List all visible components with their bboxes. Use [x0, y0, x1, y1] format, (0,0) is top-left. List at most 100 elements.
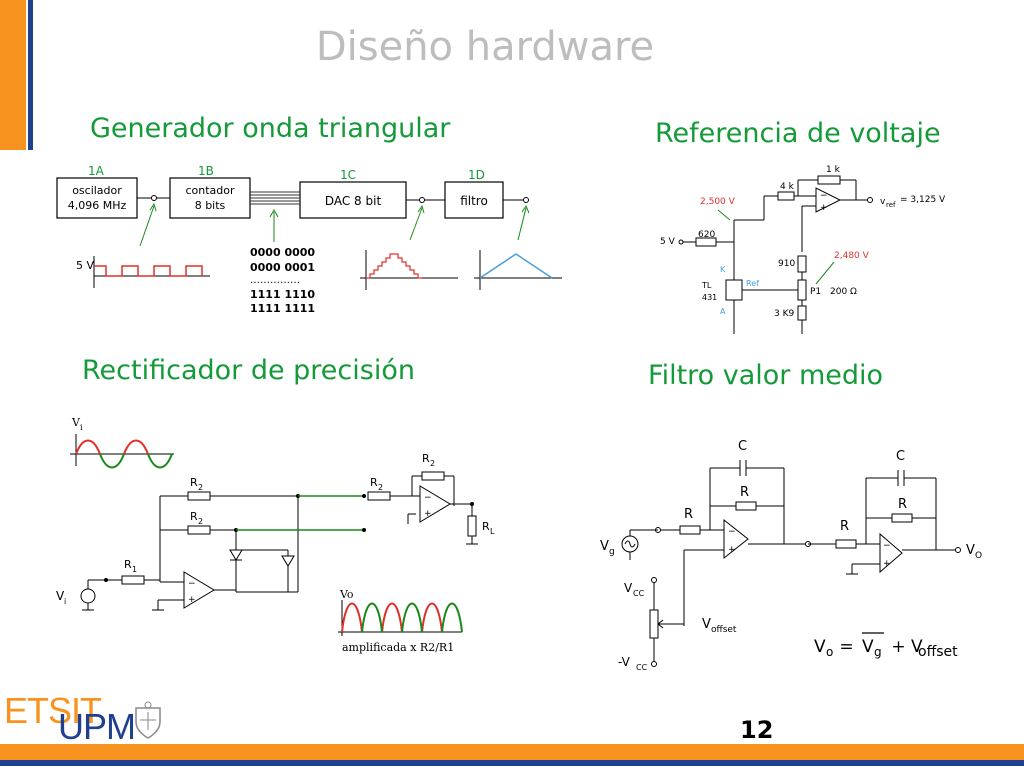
filter-opamp-1: [723, 518, 749, 560]
block-dac: [299, 181, 407, 219]
block-oscillator-line2: 4,096 MHz: [68, 199, 127, 212]
footer-blue-bar: [0, 760, 1024, 766]
heading-voltage-ref: Referencia de voltaje: [655, 118, 941, 149]
counter-value-4: 1111 1111: [250, 302, 315, 315]
ref-r-series-label: 620: [698, 230, 715, 240]
filter-voffset-sub: offset: [711, 625, 737, 635]
square-wave: [94, 265, 203, 277]
tag-1d: 1D: [468, 168, 485, 182]
vref-label: v: [880, 197, 886, 207]
ref-r3k9-label: 3 K9: [774, 309, 794, 319]
stepped-triangle-wave: [366, 253, 422, 279]
counter-value-1: 0000 0001: [250, 261, 315, 274]
ref-r-top-label: 1 k: [826, 165, 841, 175]
filter-equation-equals: =: [834, 637, 859, 657]
ref-vk-label: 2,500 V: [700, 197, 736, 207]
left-blue-bar: [28, 0, 33, 150]
svg-text:+: +: [188, 595, 196, 605]
ref-tl-label: TL: [701, 281, 712, 290]
counter-value-2: ……………: [250, 275, 300, 286]
ref-p1: [797, 279, 807, 301]
rect-opamp-out: [419, 485, 451, 523]
filter-vg-sub: g: [609, 547, 615, 557]
filter-r4-label: R: [898, 497, 907, 512]
voltage-ref-diagram: 1 k 4 k − + v ref = 3,125 V 2,500 V 5 V …: [660, 165, 946, 334]
vref-sub: ref: [886, 201, 896, 209]
filter-diagram: C R R V g − + V CC -V CC V offset R C R: [600, 439, 982, 672]
tag-1a: 1A: [88, 164, 105, 178]
rect-rl: [467, 515, 477, 537]
rect-source: [80, 588, 96, 604]
left-orange-bar: [0, 0, 26, 150]
rect-rl-label: R: [482, 520, 490, 533]
rect-rl-sub: L: [490, 527, 495, 536]
upm-crest-icon: [135, 701, 161, 739]
generator-diagram: 1A 1B 1C 1D oscilador 4,096 MHz contador…: [56, 164, 562, 315]
svg-text:−: −: [188, 579, 196, 589]
filter-c1-label: C: [738, 439, 747, 454]
block-counter-line1: contador: [185, 184, 235, 197]
vo-wave-red: [341, 602, 443, 633]
filter-equation-vg-sub: g: [874, 645, 882, 659]
rect-r2b-label: R: [190, 510, 198, 523]
rect-vi-wave-label: V: [71, 416, 81, 429]
svg-text:−: −: [820, 191, 828, 201]
filter-vg-label: V: [600, 539, 609, 554]
filter-r1-label: R: [684, 507, 693, 522]
rect-r1-sub: 1: [132, 565, 137, 574]
rect-r2d-label: R: [422, 452, 430, 465]
ref-p1-label: P1: [810, 287, 821, 297]
filter-r3-label: R: [840, 519, 849, 534]
rect-r2b-sub: 2: [198, 517, 203, 526]
slide-title: Diseño hardware: [315, 24, 655, 70]
smooth-triangle-wave: [479, 253, 553, 279]
vi-wave-positive: [75, 439, 149, 455]
tl431: [725, 279, 743, 301]
svg-text:+: +: [820, 203, 828, 213]
filter-opamp-2: [879, 532, 903, 574]
page-number: 12: [740, 716, 774, 744]
rect-vi-sub: i: [64, 597, 66, 606]
filter-vo-sub: O: [975, 551, 982, 561]
filter-potentiometer: [649, 609, 659, 639]
vref-value: = 3,125 V: [900, 195, 946, 205]
block-filter-label: filtro: [460, 194, 488, 208]
heading-generator: Generador onda triangular: [90, 113, 451, 144]
rect-r1-label: R: [124, 558, 132, 571]
filter-equation-vg: V: [862, 637, 874, 657]
vo-wave-green: [361, 602, 463, 633]
filter-voffset-label: V: [702, 617, 711, 632]
svg-text:+: +: [424, 509, 432, 519]
svg-text:−: −: [728, 527, 736, 537]
tag-1b: 1B: [198, 164, 214, 178]
rect-vo-wave-label: Vo: [339, 588, 354, 601]
ref-supply-label: 5 V: [660, 237, 676, 247]
rectifier-diagram: V i R 2 R 2 R 2 − + R L R 2: [56, 416, 495, 654]
block-oscillator: [56, 177, 138, 219]
ref-opamp: [815, 187, 842, 213]
filter-vneg-label: -V: [618, 655, 631, 669]
svg-text:+: +: [728, 545, 736, 555]
ref-k-label: K: [720, 265, 726, 274]
ref-r-fb-label: 4 k: [780, 182, 795, 192]
heading-filter: Filtro valor medio: [648, 360, 884, 391]
svg-text:−: −: [424, 493, 432, 503]
rect-vi-label: V: [56, 589, 65, 603]
tag-1c: 1C: [340, 168, 356, 182]
rect-diode-2: [281, 555, 295, 567]
upm-logo: UPM: [58, 706, 136, 747]
block-counter: [169, 177, 251, 219]
block-counter-line2: 8 bits: [195, 199, 226, 212]
rect-r2c-sub: 2: [378, 483, 383, 492]
filter-r2-label: R: [740, 485, 749, 500]
heading-rectifier: Rectificador de precisión: [82, 355, 415, 386]
svg-text:−: −: [883, 541, 891, 551]
block-oscillator-line1: oscilador: [72, 184, 122, 197]
rect-r2a-sub: 2: [198, 483, 203, 492]
rect-opamp-in: [183, 571, 215, 609]
rect-r2a-label: R: [190, 476, 198, 489]
filter-c2-label: C: [896, 449, 905, 464]
ref-p1-value: 200 Ω: [830, 287, 857, 297]
filter-vo-label: V: [966, 543, 975, 558]
block-dac-label: DAC 8 bit: [325, 194, 382, 208]
